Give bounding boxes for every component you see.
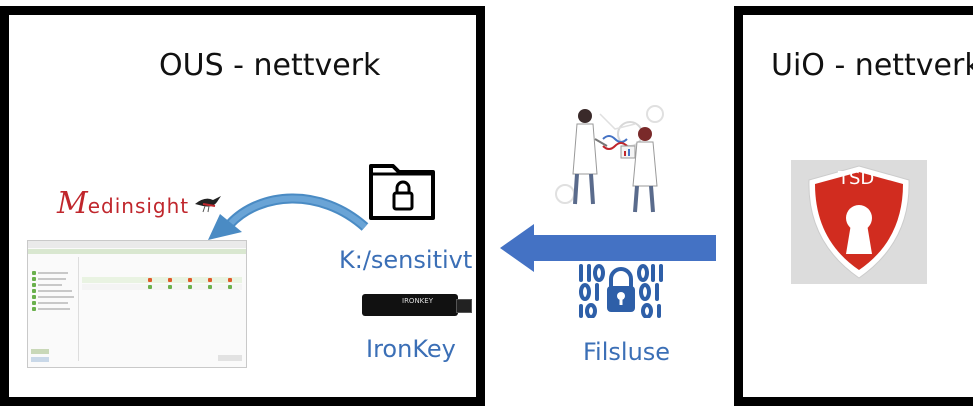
medinsight-logo: Medinsight xyxy=(57,186,190,221)
k-drive-label: K:/sensitivt xyxy=(339,246,473,274)
bird-icon xyxy=(195,196,221,213)
usb-drive-icon: IRONKEY xyxy=(362,294,472,316)
uio-panel-title: UiO - nettverk xyxy=(771,48,973,83)
ironkey-label: IronKey xyxy=(366,335,456,363)
ous-panel-title: OUS - nettverk xyxy=(159,48,381,83)
tsd-shield-icon xyxy=(808,165,910,279)
curved-arrow-icon xyxy=(208,193,369,240)
left-arrow-icon xyxy=(500,224,716,272)
medinsight-app-screenshot xyxy=(27,240,247,368)
folder-lock-icon xyxy=(369,164,435,220)
scientists-illustration xyxy=(555,105,664,213)
filsluse-label: Filsluse xyxy=(583,338,671,366)
binary-lock-icon xyxy=(579,264,663,318)
tsd-logo-text: TSD xyxy=(838,168,875,189)
